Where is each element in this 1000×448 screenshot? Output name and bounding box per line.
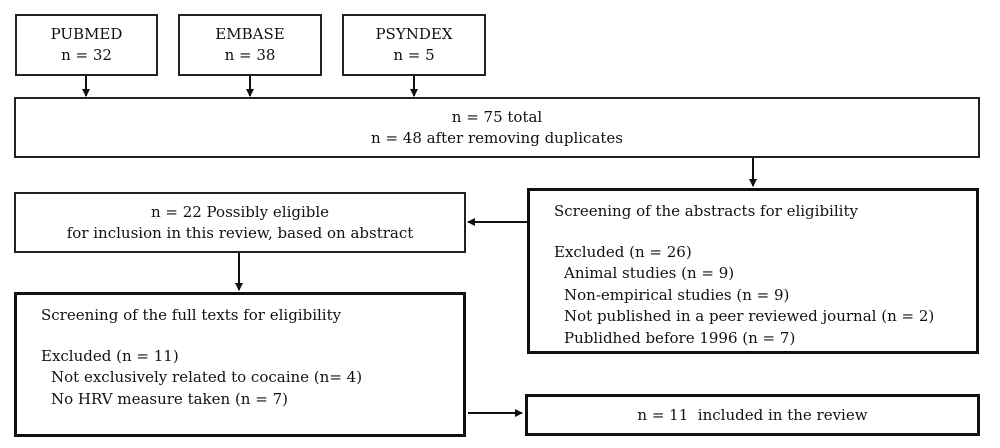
exclusion-reason: Not exclusively related to cocaine (n= 4… xyxy=(51,368,363,386)
source-box-psyndex: PSYNDEX n = 5 xyxy=(342,14,486,76)
total-line: n = 75 total xyxy=(451,107,543,126)
total-records-box: n = 75 total n = 48 after removing dupli… xyxy=(14,97,980,158)
possibly-eligible-line1: n = 22 Possibly eligible xyxy=(150,202,330,221)
possibly-eligible-box: n = 22 Possibly eligible for inclusion i… xyxy=(14,192,466,253)
exclusion-reason: Not published in a peer reviewed journal… xyxy=(564,307,935,325)
fulltext-screening-box: Screening of the full texts for eligibil… xyxy=(14,292,466,437)
deduplicated-line: n = 48 after removing duplicates xyxy=(371,128,623,147)
source-box-pubmed: PUBMED n = 32 xyxy=(15,14,158,76)
exclusion-reason: Animal studies (n = 9) xyxy=(564,264,735,282)
possibly-eligible-line2: for inclusion in this review, based on a… xyxy=(66,223,414,242)
exclusion-reason: Publidhed before 1996 (n = 7) xyxy=(564,328,796,347)
abstract-excluded-count: Excluded (n = 26) xyxy=(554,242,692,261)
source-name: EMBASE xyxy=(215,25,285,43)
source-box-embase: EMBASE n = 38 xyxy=(178,14,322,76)
source-name: PUBMED xyxy=(50,25,123,43)
included-label: n = 11 included in the review xyxy=(637,405,868,424)
source-count: n = 32 xyxy=(61,46,112,64)
fulltext-screening-title: Screening of the full texts for eligibil… xyxy=(41,306,342,324)
source-count: n = 5 xyxy=(393,46,435,64)
abstract-screening-title: Screening of the abstracts for eligibili… xyxy=(554,202,858,220)
exclusion-reason: Non-empirical studies (n = 9) xyxy=(564,285,790,304)
fulltext-excluded-count: Excluded (n = 11) xyxy=(41,346,179,365)
source-count: n = 38 xyxy=(224,46,276,64)
included-studies-box: n = 11 included in the review xyxy=(525,394,980,436)
abstract-screening-box: Screening of the abstracts for eligibili… xyxy=(527,188,979,354)
exclusion-reason: No HRV measure taken (n = 7) xyxy=(51,389,288,408)
source-name: PSYNDEX xyxy=(375,25,453,43)
